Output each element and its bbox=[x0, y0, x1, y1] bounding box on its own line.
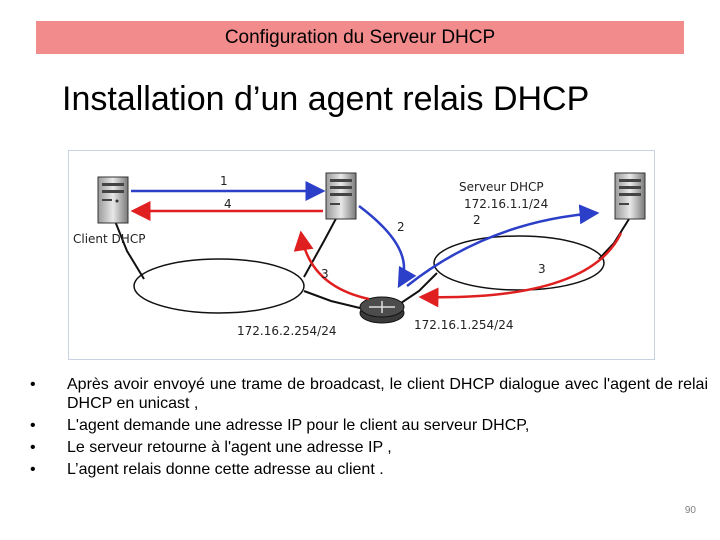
right-network-ellipse bbox=[433, 235, 605, 291]
bullet-text: L’agent relais donne cette adresse au cl… bbox=[67, 461, 384, 478]
arrow-step-3-left bbox=[293, 230, 370, 301]
bullet-marker: • bbox=[30, 417, 36, 434]
bullet-marker: • bbox=[30, 461, 36, 478]
cable-dhcp-server bbox=[598, 218, 630, 260]
label-step-1: 1 bbox=[220, 174, 228, 188]
label-agent-ip-left: 172.16.2.254/24 bbox=[237, 324, 336, 338]
cable-middle-server bbox=[303, 212, 340, 278]
label-client: Client DHCP bbox=[73, 232, 145, 246]
client-computer-icon bbox=[97, 176, 129, 224]
banner-title: Configuration du Serveur DHCP bbox=[224, 26, 496, 48]
bullet-text: L'agent demande une adresse IP pour le c… bbox=[67, 417, 530, 434]
bullet-list: • Après avoir envoyé une trame de broadc… bbox=[30, 375, 708, 482]
bullet-item: • Après avoir envoyé une trame de broadc… bbox=[30, 375, 708, 413]
diagram-canvas: 1 4 Client DHCP Serveur DHCP 172.16.1.1/… bbox=[73, 172, 646, 338]
bullet-text: Après avoir envoyé une trame de broadcas… bbox=[67, 376, 708, 412]
arrow-step-2-right bbox=[406, 204, 600, 287]
bullet-text: Le serveur retourne à l'agent une adress… bbox=[67, 439, 392, 456]
dhcp-server-icon bbox=[614, 172, 646, 220]
label-step-2-right: 2 bbox=[473, 213, 481, 227]
middle-server-icon bbox=[325, 172, 357, 220]
label-agent-ip-right: 172.16.1.254/24 bbox=[414, 318, 513, 332]
page-number: 90 bbox=[684, 505, 696, 516]
arrow-step-3-right bbox=[418, 232, 623, 308]
label-step-3-right: 3 bbox=[538, 262, 546, 276]
label-server-ip: 172.16.1.1/24 bbox=[464, 197, 548, 211]
header-banner: Configuration du Serveur DHCP bbox=[36, 21, 684, 54]
bullet-item: • L'agent demande une adresse IP pour le… bbox=[30, 416, 708, 435]
bullet-item: • L’agent relais donne cette adresse au … bbox=[30, 460, 708, 479]
bullet-item: • Le serveur retourne à l'agent une adre… bbox=[30, 438, 708, 457]
relay-router-icon bbox=[359, 296, 405, 324]
cable-client bbox=[114, 220, 145, 280]
bullet-marker: • bbox=[30, 376, 36, 393]
label-step-3-left: 3 bbox=[321, 267, 329, 281]
label-server: Serveur DHCP bbox=[459, 180, 544, 194]
label-step-4: 4 bbox=[224, 197, 232, 211]
left-network-ellipse bbox=[133, 258, 305, 314]
cable-router-left bbox=[303, 290, 365, 310]
label-step-2-mid: 2 bbox=[397, 220, 405, 234]
slide-title: Installation d’un agent relais DHCP bbox=[62, 80, 590, 118]
bullet-marker: • bbox=[30, 439, 36, 456]
arrow-step-2-mid bbox=[358, 205, 417, 289]
relay-agent-diagram: 1 4 Client DHCP Serveur DHCP 172.16.1.1/… bbox=[68, 150, 655, 360]
